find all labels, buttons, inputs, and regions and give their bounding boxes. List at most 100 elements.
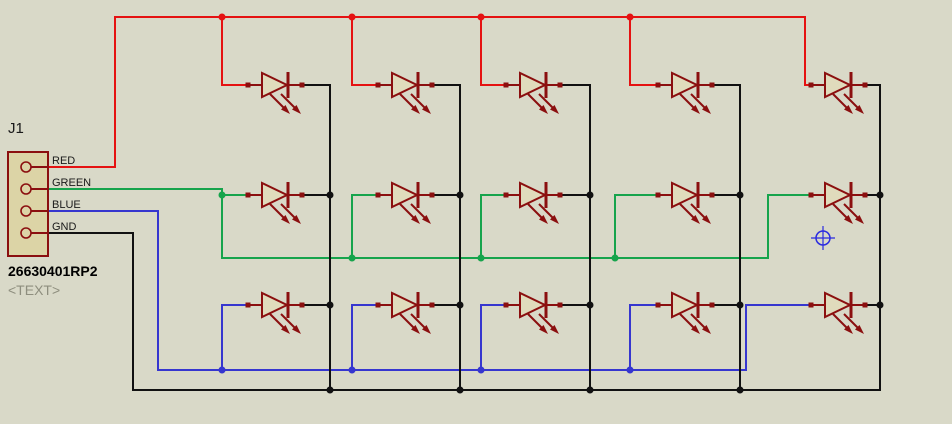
junction-dot — [876, 191, 884, 199]
led-arrowhead-icon — [411, 105, 420, 114]
junction-dot — [477, 366, 485, 374]
led-r1c2[interactable] — [375, 71, 435, 114]
junction-dot — [218, 366, 226, 374]
wire-red-drop-c4[interactable] — [629, 16, 660, 86]
led-arrowhead-icon — [539, 105, 548, 114]
led-arrowhead-icon — [539, 215, 548, 224]
junction-dot — [218, 191, 226, 199]
wire-blue-riser-c3[interactable] — [480, 304, 508, 371]
junction-dot — [626, 13, 634, 21]
led-emission-arrow — [832, 93, 849, 110]
led-r1c1[interactable] — [245, 71, 305, 114]
led-r3c1[interactable] — [245, 291, 305, 334]
led-arrowhead-icon — [855, 215, 864, 224]
led-arrowhead-icon — [844, 325, 853, 334]
led-emission-arrow — [538, 313, 555, 330]
led-r2c4[interactable] — [655, 181, 715, 224]
led-emission-arrow — [280, 93, 297, 110]
led-triangle-icon — [824, 291, 853, 319]
led-arrowhead-icon — [844, 105, 853, 114]
led-r1c5[interactable] — [808, 71, 868, 114]
wire-blue-riser-c2[interactable] — [351, 304, 380, 371]
wire-gnd-feed-j1[interactable] — [47, 232, 881, 391]
wire-red-feed-j1[interactable] — [47, 16, 813, 168]
led-r2c2[interactable] — [375, 181, 435, 224]
led-triangle-icon — [519, 291, 548, 319]
junction-dot — [456, 301, 464, 309]
connector-ref: J1 — [8, 120, 24, 137]
junction-dot — [348, 13, 356, 21]
led-arrowhead-icon — [702, 215, 711, 224]
led-arrowhead-icon — [539, 325, 548, 334]
led-emission-arrow — [843, 313, 860, 330]
led-triangle-icon — [824, 181, 853, 209]
wire-red-drop-c2[interactable] — [351, 16, 380, 86]
led-emission-arrow — [690, 313, 707, 330]
led-emission-arrow — [679, 93, 696, 110]
led-emission-arrow — [538, 93, 555, 110]
wire-green-riser-c3[interactable] — [480, 194, 508, 259]
wire-green-riser-c4[interactable] — [614, 194, 660, 259]
led-triangle-icon — [391, 71, 420, 99]
pin-label-gnd: GND — [52, 221, 77, 233]
led-r3c5[interactable] — [808, 291, 868, 334]
led-emission-arrow — [832, 203, 849, 220]
wire-blue-riser-c4[interactable] — [629, 304, 660, 371]
junction-dot — [586, 191, 594, 199]
led-r2c1[interactable] — [245, 181, 305, 224]
led-emission-arrow — [269, 93, 286, 110]
led-emission-arrow — [679, 203, 696, 220]
led-r3c3[interactable] — [503, 291, 563, 334]
led-emission-arrow — [527, 93, 544, 110]
connector-body — [7, 151, 49, 257]
led-arrowhead-icon — [550, 325, 559, 334]
led-triangle-icon — [391, 181, 420, 209]
led-arrowhead-icon — [411, 325, 420, 334]
connector-pin-circle — [20, 227, 32, 239]
led-triangle-icon — [824, 71, 853, 99]
led-triangle-icon — [261, 71, 290, 99]
led-emission-arrow — [410, 93, 427, 110]
junction-dot — [611, 254, 619, 262]
wire-green-feed-j1[interactable] — [47, 188, 813, 259]
junction-dot — [626, 366, 634, 374]
led-triangle-icon — [391, 291, 420, 319]
connector-pin-circle — [20, 205, 32, 217]
junction-dot — [326, 191, 334, 199]
led-emission-arrow — [410, 203, 427, 220]
led-arrowhead-icon — [691, 105, 700, 114]
led-arrowhead-icon — [281, 215, 290, 224]
pin-label-blue: BLUE — [52, 199, 81, 211]
connector-part-number: 26630401RP2 — [8, 263, 98, 279]
led-emission-arrow — [690, 93, 707, 110]
led-emission-arrow — [269, 203, 286, 220]
led-arrowhead-icon — [702, 325, 711, 334]
led-arrowhead-icon — [844, 215, 853, 224]
led-r1c3[interactable] — [503, 71, 563, 114]
connector-pin-circle — [20, 183, 32, 195]
led-r2c3[interactable] — [503, 181, 563, 224]
led-emission-arrow — [410, 313, 427, 330]
wire-red-drop-c1[interactable] — [221, 16, 250, 86]
wire-blue-riser-c1[interactable] — [221, 304, 250, 371]
wire-green-riser-c2[interactable] — [351, 194, 380, 259]
junction-dot — [326, 301, 334, 309]
connector-text-placeholder: <TEXT> — [8, 282, 60, 298]
wire-blue-feed-j1[interactable] — [47, 210, 813, 371]
led-arrowhead-icon — [550, 105, 559, 114]
led-arrowhead-icon — [550, 215, 559, 224]
junction-dot — [586, 386, 594, 394]
led-r1c4[interactable] — [655, 71, 715, 114]
led-r2c5[interactable] — [808, 181, 868, 224]
led-arrowhead-icon — [292, 105, 301, 114]
led-r3c2[interactable] — [375, 291, 435, 334]
led-r3c4[interactable] — [655, 291, 715, 334]
led-emission-arrow — [843, 203, 860, 220]
junction-dot — [326, 386, 334, 394]
wire-red-drop-c3[interactable] — [480, 16, 508, 86]
junction-dot — [736, 191, 744, 199]
led-arrowhead-icon — [855, 325, 864, 334]
